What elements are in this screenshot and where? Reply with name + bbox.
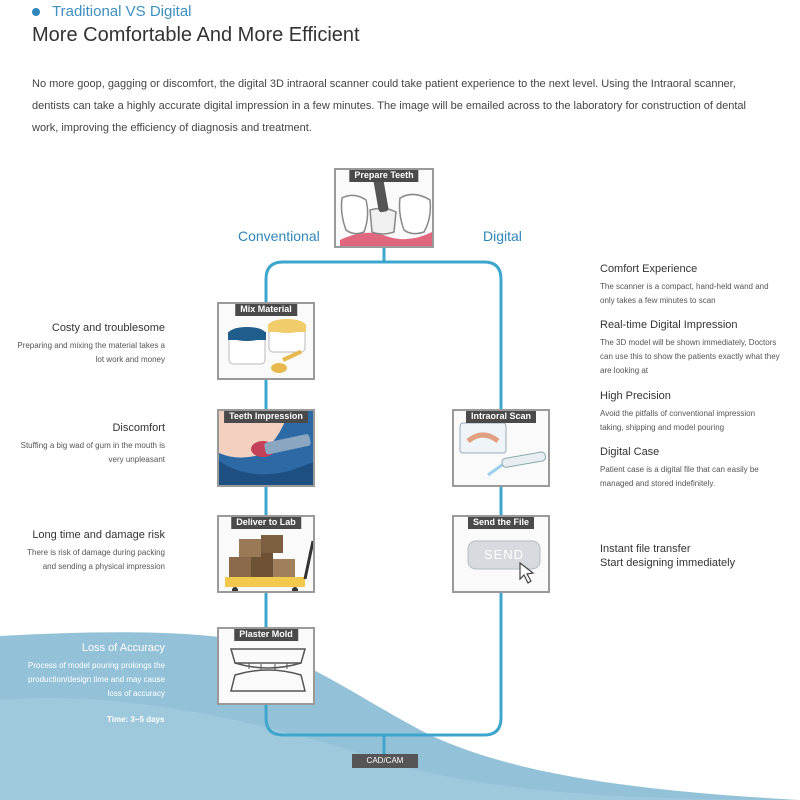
- note-real-time-impression: Real-time Digital Impression The 3D mode…: [600, 319, 780, 375]
- note-discomfort: Discomfort Stuffing a big wad of gum in …: [20, 422, 165, 464]
- teeth-drill-icon: [336, 170, 432, 246]
- section-tag: Traditional VS Digital: [32, 3, 192, 20]
- page-title: More Comfortable And More Efficient: [32, 24, 360, 46]
- note-digital-case: Digital Case Patient case is a digital f…: [600, 446, 759, 488]
- material-jars-icon: [219, 304, 313, 378]
- boxes-cart-icon: [219, 517, 313, 591]
- step-label-deliver-to-lab: Deliver to Lab: [231, 517, 301, 529]
- note-comfort-experience: Comfort Experience The scanner is a comp…: [600, 263, 769, 305]
- bullet-dot-icon: [32, 7, 40, 16]
- step-card-plaster-mold: Plaster Mold: [217, 627, 315, 705]
- step-card-send-file: SEND Send the File: [452, 515, 550, 593]
- step-label-send-file: Send the File: [467, 517, 535, 529]
- note-file-transfer: Instant file transfer Start designing im…: [600, 543, 736, 569]
- note-loss-of-accuracy: Loss of Accuracy Process of model pourin…: [28, 642, 165, 698]
- step-card-teeth-impression: Teeth Impression: [217, 409, 315, 487]
- time-note: Time: 3~5 days: [107, 715, 165, 724]
- note-costly: Costy and troublesome Preparing and mixi…: [17, 322, 165, 364]
- branch-label-conventional: Conventional: [238, 228, 320, 244]
- step-card-deliver-to-lab: Deliver to Lab: [217, 515, 315, 593]
- step-card-intraoral-scan: Intraoral Scan: [452, 409, 550, 487]
- cad-cam-label: CAD/CAM: [352, 754, 418, 768]
- step-card-mix-material: Mix Material: [217, 302, 315, 380]
- plaster-teeth-icon: [219, 629, 313, 703]
- send-button-illustration: [454, 517, 548, 591]
- step-label-mix-material: Mix Material: [235, 304, 297, 316]
- step-label-prepare-teeth: Prepare Teeth: [349, 170, 419, 182]
- step-card-prepare-teeth: Prepare Teeth: [334, 168, 434, 248]
- step-label-plaster-mold: Plaster Mold: [234, 629, 298, 641]
- intro-paragraph: No more goop, gagging or discomfort, the…: [32, 78, 746, 134]
- step-label-teeth-impression: Teeth Impression: [224, 411, 308, 423]
- send-button-label: SEND: [483, 547, 525, 562]
- branch-label-digital: Digital: [483, 228, 522, 244]
- step-label-intraoral-scan: Intraoral Scan: [465, 411, 537, 423]
- note-high-precision: High Precision Avoid the pitfalls of con…: [600, 390, 756, 432]
- note-damage-risk: Long time and damage risk There is risk …: [27, 529, 165, 571]
- scanner-wand-icon: [454, 411, 548, 485]
